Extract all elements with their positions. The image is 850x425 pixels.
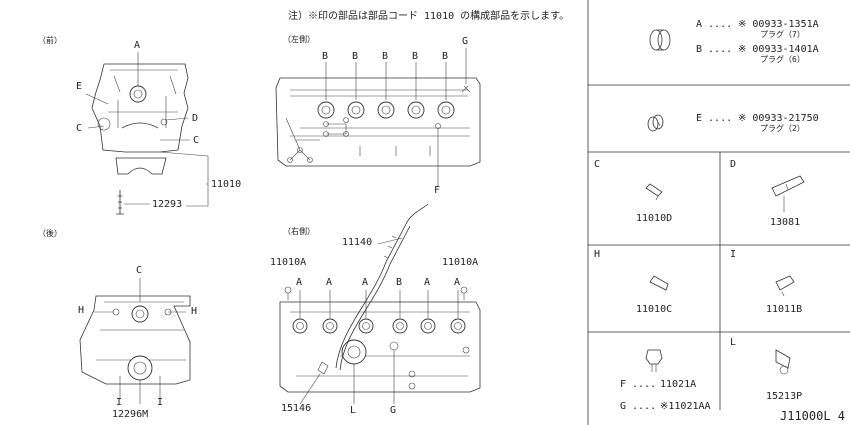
callout-a: A bbox=[362, 277, 369, 288]
part-13081-icon bbox=[771, 175, 805, 212]
callout-b: B bbox=[412, 51, 419, 62]
callout-g: G bbox=[462, 36, 469, 47]
callout-a: A bbox=[296, 277, 303, 288]
part-number-11010a: 11010A bbox=[442, 257, 479, 268]
front-view-drawing bbox=[85, 52, 209, 215]
legend-cell-key: I bbox=[730, 249, 737, 260]
parts-note: 注）※印の部品は部品コード 11010 の構成部品を示します。 bbox=[288, 11, 570, 22]
part-number-11010a: 11010A bbox=[270, 257, 307, 268]
plug-a-icon bbox=[649, 29, 671, 51]
legend-letter-e: E .... bbox=[696, 113, 733, 124]
legend-part-e: ※ 00933-21750 bbox=[738, 113, 819, 124]
callout-g: G bbox=[390, 405, 397, 416]
part-11021a-icon bbox=[645, 349, 663, 372]
legend-cell-part: 11010D bbox=[636, 213, 673, 224]
part-number-12296m: 12296M bbox=[112, 409, 149, 420]
part-11011b-icon bbox=[775, 275, 795, 297]
callout-h: H bbox=[191, 306, 198, 317]
legend-letter-a: A .... bbox=[696, 19, 733, 30]
part-number-11010: 11010 bbox=[211, 179, 242, 190]
legend-part-a: ※ 00933-1351A bbox=[738, 19, 819, 30]
callout-i: I bbox=[157, 397, 164, 408]
diagram-id: J11000L 4 bbox=[780, 409, 846, 423]
right-view-label: （右側） bbox=[283, 227, 315, 236]
callout-e: E bbox=[76, 81, 83, 92]
legend-cell-key: C bbox=[594, 159, 601, 170]
part-number-12293: 12293 bbox=[152, 199, 183, 210]
callout-c: C bbox=[193, 135, 200, 146]
callout-b: B bbox=[382, 51, 389, 62]
callout-c: C bbox=[136, 265, 143, 276]
right-view-drawing bbox=[279, 203, 481, 405]
callout-a: A bbox=[326, 277, 333, 288]
callout-a: A bbox=[424, 277, 431, 288]
part-11010c-icon bbox=[649, 275, 669, 291]
left-view-drawing bbox=[275, 48, 481, 186]
legend-letter-b: B .... bbox=[696, 44, 733, 55]
callout-b: B bbox=[442, 51, 449, 62]
legend-part-b: ※ 00933-1401A bbox=[738, 44, 819, 55]
legend-desc-b: プラグ（6） bbox=[760, 55, 805, 64]
callout-h: H bbox=[78, 305, 85, 316]
callout-l: L bbox=[350, 405, 357, 416]
legend-desc-e: プラグ（2） bbox=[760, 124, 805, 133]
part-number-15146: 15146 bbox=[281, 403, 312, 414]
callout-i: I bbox=[116, 397, 123, 408]
legend-cell-part: 15213P bbox=[766, 391, 803, 402]
part-15213p-icon bbox=[775, 349, 791, 375]
legend-letter-f: F .... bbox=[620, 379, 657, 390]
callout-f: F bbox=[434, 185, 441, 196]
legend-part-f: 11021A bbox=[660, 379, 697, 390]
legend-cell-part: 11011B bbox=[766, 304, 803, 315]
legend-cell-part: 11010C bbox=[636, 304, 673, 315]
rear-view-label: （後） bbox=[38, 229, 62, 238]
legend-grid bbox=[587, 0, 850, 425]
callout-c: C bbox=[76, 123, 83, 134]
legend-cell-part: 13081 bbox=[770, 217, 801, 228]
left-view-label: （左側） bbox=[283, 35, 315, 44]
callout-b: B bbox=[396, 277, 403, 288]
legend-desc-a: プラグ（7） bbox=[760, 30, 805, 39]
callout-a: A bbox=[454, 277, 461, 288]
front-view-label: （前） bbox=[38, 36, 62, 45]
part-number-11140: 11140 bbox=[342, 237, 373, 248]
legend-cell-key: H bbox=[594, 249, 601, 260]
callout-b: B bbox=[352, 51, 359, 62]
legend-letter-g: G .... bbox=[620, 401, 657, 412]
part-11010d-icon bbox=[645, 183, 663, 201]
legend-part-g: ※11021AA bbox=[660, 401, 711, 412]
legend-cell-key: L bbox=[730, 337, 737, 348]
plug-e-icon bbox=[647, 114, 664, 132]
callout-a: A bbox=[134, 40, 141, 51]
rear-view-drawing bbox=[79, 278, 191, 404]
callout-d: D bbox=[192, 113, 199, 124]
callout-b: B bbox=[322, 51, 329, 62]
legend-cell-key: D bbox=[730, 159, 737, 170]
